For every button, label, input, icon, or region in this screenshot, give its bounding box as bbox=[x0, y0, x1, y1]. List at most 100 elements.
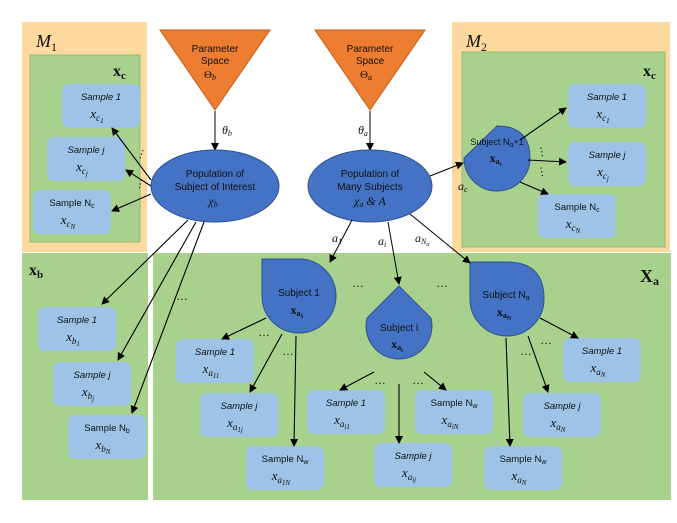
ellipsis-subjects-right: … bbox=[436, 276, 448, 290]
subject-c-symbol: xac bbox=[490, 151, 503, 168]
sample-label: Sample j bbox=[544, 401, 582, 412]
sample-label: Sample Nw bbox=[500, 454, 548, 466]
sample-symbol: xb1 bbox=[65, 329, 80, 348]
ellipsis-dots-5: … bbox=[537, 144, 553, 158]
sample-label: Sample j bbox=[68, 145, 106, 156]
ellipsis-dots-11: … bbox=[540, 333, 552, 347]
edge-b-to-xb-3 bbox=[130, 221, 205, 414]
edge-s1-to-a1-3 bbox=[290, 335, 299, 447]
sample-box-bg bbox=[538, 194, 616, 238]
sample-box-bg bbox=[568, 84, 646, 128]
sample-label: Sample 1 bbox=[57, 315, 97, 326]
sample-symbol: xbj bbox=[81, 384, 94, 403]
sample-symbol: xcN bbox=[60, 212, 76, 231]
sample-box-bg bbox=[53, 362, 131, 406]
population-a-line2: Many Subjects bbox=[337, 182, 403, 193]
sample-symbol: xaN bbox=[590, 360, 606, 379]
edge-b-to-xb-1 bbox=[101, 219, 189, 305]
sample-symbol: xa11 bbox=[202, 361, 220, 380]
edge-label-a-c: ac bbox=[458, 179, 468, 194]
sample-box-aN-2: Sample j xaN bbox=[523, 393, 601, 437]
edge-a-c bbox=[429, 161, 464, 177]
sample-box-bg bbox=[484, 446, 562, 490]
sample-label: Sample Nc bbox=[554, 202, 600, 214]
sample-box-bg bbox=[62, 84, 140, 128]
ellipsis-dots-7: … bbox=[282, 344, 294, 358]
sample-label: Sample 1 bbox=[326, 398, 366, 409]
sample-box-a1-2: Sample j xa1j bbox=[200, 393, 278, 437]
subject-1-symbol: xa1 bbox=[291, 303, 304, 320]
sample-symbol: xc1 bbox=[595, 106, 609, 125]
sample-box-bg bbox=[307, 390, 385, 434]
edge-sc-to-cright-1 bbox=[519, 107, 567, 141]
label-xb: xb bbox=[29, 262, 43, 281]
sample-box-ai-1: Sample 1 xai1 bbox=[307, 390, 385, 434]
sample-symbol: xaN bbox=[550, 415, 566, 434]
sample-symbol: xc1 bbox=[89, 106, 103, 125]
edge-s1-to-a1-2 bbox=[249, 333, 283, 393]
ellipsis-dots-2: … bbox=[129, 176, 145, 190]
sample-box-b-1: Sample 1 xb1 bbox=[38, 307, 116, 351]
parameter-space-b-symbol: Θb bbox=[204, 69, 216, 82]
sample-box-c_left-2: Sample j xcj bbox=[47, 137, 125, 181]
sample-box-bg bbox=[38, 307, 116, 351]
edge-label-a-i: ai bbox=[378, 234, 386, 249]
edge-sn-to-an-1 bbox=[539, 317, 579, 339]
subject-1-node bbox=[261, 258, 337, 334]
ellipsis-dots-1: … bbox=[130, 145, 147, 161]
label-m2: M2 bbox=[465, 31, 487, 54]
subject-i-node bbox=[365, 285, 433, 360]
ellipsis-dots-10: … bbox=[520, 344, 532, 358]
sample-label: Sample j bbox=[74, 370, 112, 381]
sample-box-c_left-1: Sample 1 xc1 bbox=[62, 84, 140, 128]
sample-label: Sample j bbox=[221, 401, 259, 412]
ellipsis-subjects-left: … bbox=[352, 276, 364, 290]
edge-label-theta-a: θa bbox=[358, 123, 368, 138]
edge-label-a-n: aNα bbox=[415, 231, 430, 248]
sample-edges-layer: …………………………… bbox=[101, 107, 579, 447]
sample-label: Sample 1 bbox=[81, 92, 121, 103]
population-b-line2: Subject of Interest bbox=[175, 182, 256, 193]
sample-symbol: xa1j bbox=[226, 415, 243, 434]
parameter-space-a-triangle bbox=[314, 29, 426, 111]
sample-label: Sample 1 bbox=[582, 346, 622, 357]
edge-si-to-ai-1 bbox=[339, 371, 375, 391]
sample-symbol: xaiN bbox=[441, 412, 459, 431]
edge-s1-to-a1-1 bbox=[221, 317, 267, 340]
sample-box-aN-1: Sample 1 xaN bbox=[563, 338, 641, 382]
sample-symbol: xaN bbox=[511, 468, 527, 487]
edge-sn-to-an-2 bbox=[527, 335, 550, 393]
sample-box-bg bbox=[47, 137, 125, 181]
edge-b-to-cleft-2 bbox=[125, 169, 152, 187]
population-b-symbol: χb bbox=[207, 194, 217, 209]
label-xa: Xa bbox=[640, 266, 659, 288]
sample-box-bg bbox=[33, 190, 111, 234]
sample-box-bg bbox=[374, 443, 452, 487]
sample-label: Sample j bbox=[589, 150, 627, 161]
parameter-space-b-line2: Space bbox=[201, 56, 230, 67]
subject-i-symbol: xai bbox=[391, 337, 403, 354]
sample-symbol: xcj bbox=[75, 159, 88, 178]
subject-n-node bbox=[469, 261, 545, 337]
edge-si-to-ai-3 bbox=[423, 371, 447, 391]
sample-box-bg bbox=[176, 339, 254, 383]
sample-symbol: xcN bbox=[565, 216, 581, 235]
sample-symbol: xaij bbox=[401, 465, 416, 484]
sample-symbol: xbN bbox=[95, 437, 111, 456]
sample-box-bg bbox=[568, 142, 646, 186]
edge-a-i bbox=[387, 221, 402, 285]
population-a-symbol: χa & A bbox=[353, 194, 386, 209]
subject-n-label: Subject Nα bbox=[482, 290, 529, 302]
population-a-line1: Population of bbox=[341, 169, 400, 180]
sample-symbol: xai1 bbox=[333, 412, 350, 431]
sample-box-bg bbox=[523, 393, 601, 437]
sample-label: Sample j bbox=[395, 451, 433, 462]
ellipsis-dots-3: … bbox=[176, 289, 188, 303]
